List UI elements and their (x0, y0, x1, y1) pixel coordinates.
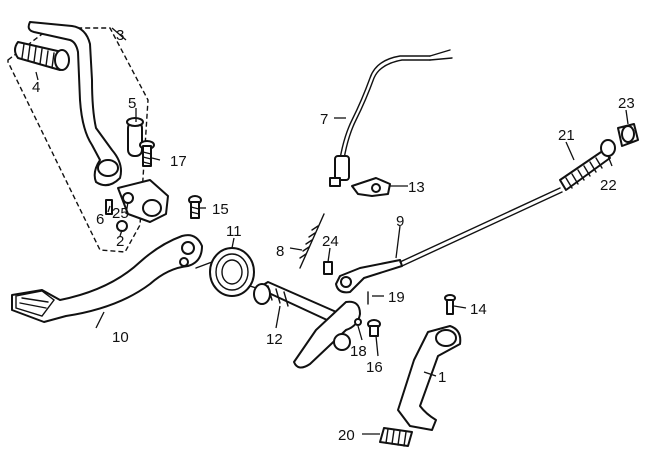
leader-lines (35, 27, 629, 435)
callout-13: 13 (408, 179, 425, 196)
callout-11: 11 (226, 223, 242, 240)
callout-20: 20 (338, 427, 355, 444)
part-5-pin (126, 117, 144, 157)
callout-6: 6 (96, 211, 104, 228)
callout-5: 5 (128, 95, 136, 112)
callout-15: 15 (212, 201, 229, 218)
part-10-brake-pedal (11, 234, 203, 323)
callout-17: 17 (170, 153, 187, 170)
part-11-spring (195, 247, 263, 297)
callout-24: 24 (322, 233, 339, 250)
callout-22: 22 (600, 177, 617, 194)
callout-7: 7 (320, 111, 328, 128)
callout-25: 25 (112, 205, 129, 222)
part-4-grip (14, 41, 70, 71)
part-12-shaft (253, 281, 361, 369)
part-17-bolt (139, 140, 155, 167)
part-1-kick-arm (397, 325, 462, 431)
callout-8: 8 (276, 243, 284, 260)
part-21-threaded-rod (559, 149, 611, 191)
part-7-switch-cable (329, 49, 453, 187)
callout-1: 1 (438, 369, 446, 386)
callout-23: 23 (618, 95, 635, 112)
callout-labels: 1 2 3 4 5 6 7 8 9 10 11 12 13 14 15 16 1… (32, 27, 635, 444)
callout-10: 10 (112, 329, 129, 346)
part-18-washer (354, 318, 362, 326)
part-14-bolt (444, 294, 456, 315)
callout-16: 16 (366, 359, 383, 376)
part-23-cap (617, 123, 639, 147)
callout-21: 21 (558, 127, 575, 144)
part-13-bracket (351, 177, 391, 197)
callout-9: 9 (396, 213, 404, 230)
callout-18: 18 (350, 343, 367, 360)
part-24-bolt (323, 261, 333, 275)
callout-2: 2 (116, 233, 124, 250)
part-8-spring (299, 213, 325, 269)
part-15-bolt (188, 195, 202, 219)
callout-3: 3 (116, 27, 124, 44)
callout-19: 19 (388, 289, 405, 306)
callout-14: 14 (470, 301, 487, 318)
part-3-shift-arm (27, 21, 122, 187)
callout-12: 12 (266, 331, 283, 348)
callout-4: 4 (32, 79, 40, 96)
part-16-bolt (367, 319, 381, 337)
part-20-rubber (379, 427, 413, 447)
part-22-nut (600, 139, 616, 157)
part-9-rod (335, 187, 563, 294)
